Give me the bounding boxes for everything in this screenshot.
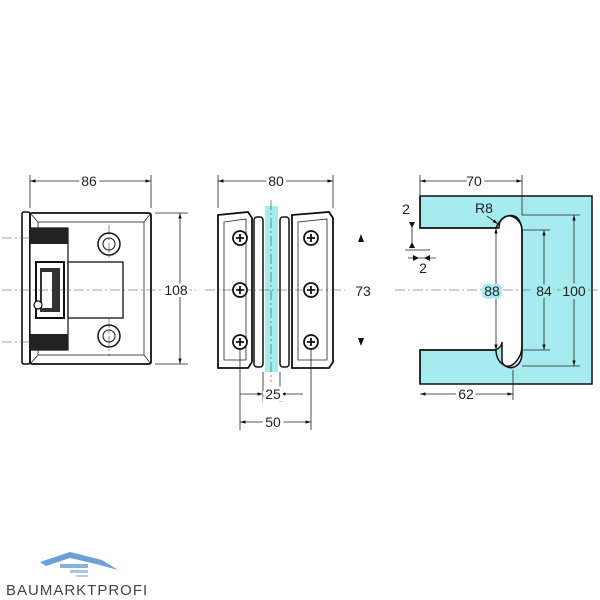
dim-thickness-bottom-label: 2 — [419, 260, 427, 276]
screw-icon — [303, 230, 319, 246]
right-clamp-plate — [291, 211, 334, 369]
side-view: 80 73 25 50 — [205, 170, 371, 433]
dim-side-width-label: 80 — [268, 173, 284, 189]
screw-icon — [303, 334, 319, 350]
dim-cutout-bottom-label: 62 — [458, 386, 474, 402]
dim-mid-label: 84 — [536, 283, 552, 299]
glass-pane — [265, 206, 278, 372]
front-view: 86 108 — [2, 170, 196, 365]
wall-plate — [21, 211, 31, 365]
glass-cutout-view: 70 R8 2 2 88 84 100 62 — [395, 170, 598, 405]
screw-icon — [232, 334, 248, 350]
dim-screw-spacing-label: 50 — [265, 414, 281, 430]
dim-inner-label: 88 — [484, 283, 500, 299]
dim-radius-label: R8 — [475, 200, 493, 216]
brand-name: BAUMARKTPROFI — [6, 582, 149, 599]
dim-thickness-top-label: 2 — [402, 201, 410, 217]
dim-side-height-label: 73 — [355, 283, 371, 299]
left-clamp-plate — [217, 211, 253, 369]
dim-glass-gap-label: 25 — [265, 386, 281, 402]
dim-height-label: 108 — [164, 282, 188, 298]
dim-cutout-top-label: 70 — [466, 173, 482, 189]
dim-width-label: 86 — [81, 173, 97, 189]
adjust-screw — [33, 300, 43, 310]
screw-icon — [232, 230, 248, 246]
dim-outer-label: 100 — [562, 283, 586, 299]
brand-logo — [40, 552, 118, 577]
